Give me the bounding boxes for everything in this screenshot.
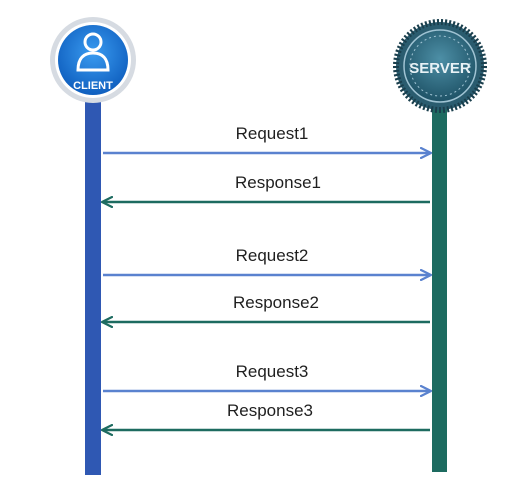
client-lifeline (85, 100, 101, 475)
message-list: Request1Response1Request2Response2Reques… (103, 124, 430, 430)
response-label: Response3 (227, 401, 313, 420)
request-label: Request3 (236, 362, 309, 381)
server-label: SERVER (409, 60, 471, 77)
request-label: Request2 (236, 246, 309, 265)
request-label: Request1 (236, 124, 309, 143)
server-lifeline (432, 100, 447, 472)
client-badge: CLIENT (50, 17, 136, 103)
person-icon (76, 32, 110, 72)
response-label: Response1 (235, 173, 321, 192)
response-label: Response2 (233, 293, 319, 312)
client-label: CLIENT (73, 80, 113, 92)
server-badge: SERVER (393, 19, 487, 113)
